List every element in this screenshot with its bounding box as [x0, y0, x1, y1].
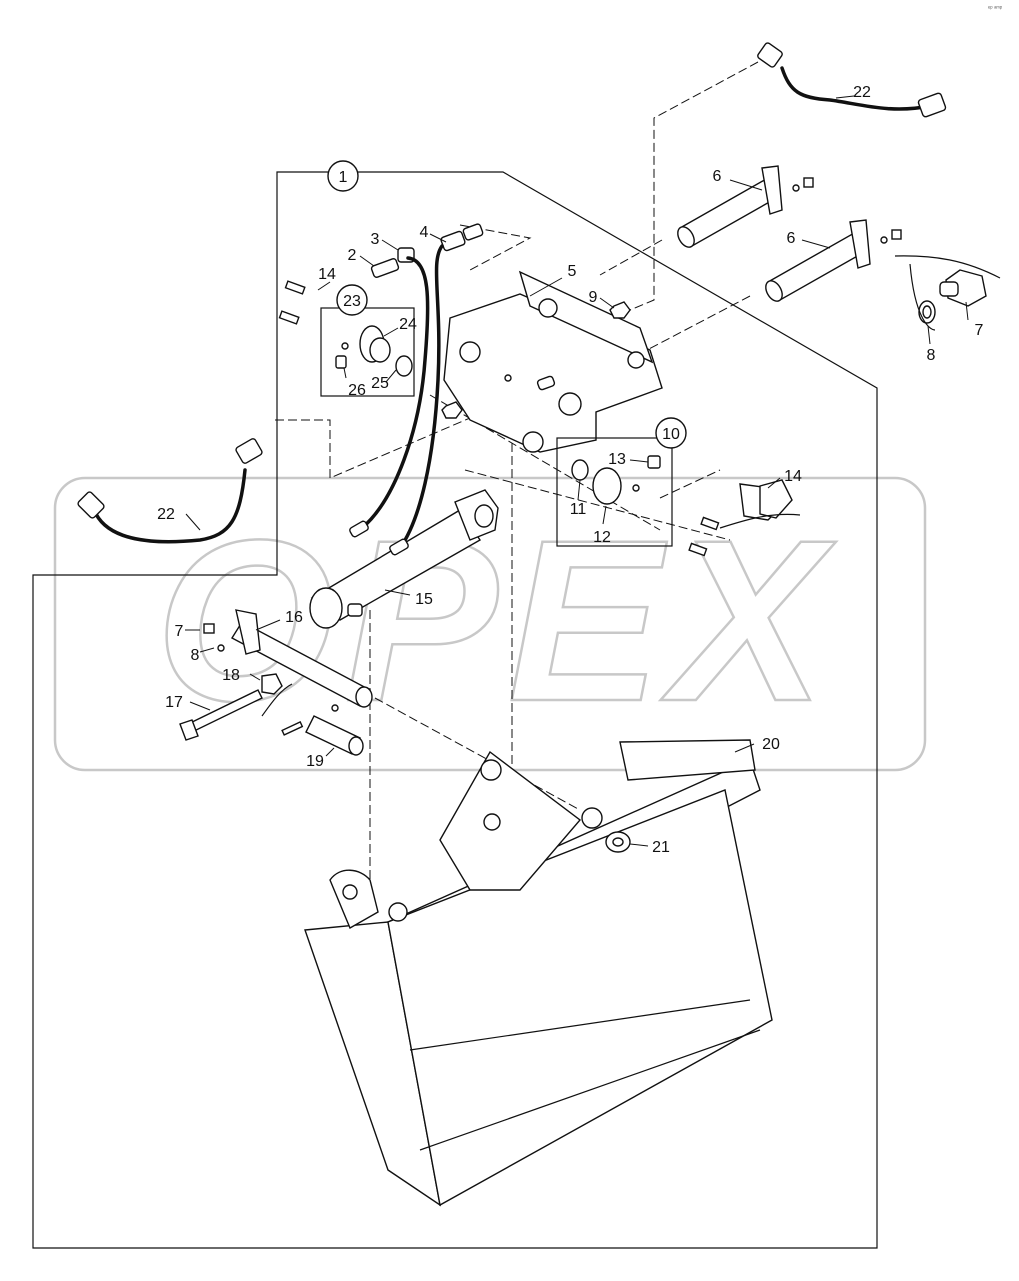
fitting-2 [370, 258, 400, 278]
callout-22-left: 22 [157, 506, 175, 523]
detail-callout-curve-17 [261, 683, 293, 717]
callout-13: 13 [608, 451, 626, 468]
pin-6-upper [677, 165, 783, 248]
callout-20: 20 [762, 736, 780, 753]
fitting-4 [440, 223, 484, 252]
callout-11: 11 [570, 501, 587, 518]
bracket-5 [443, 270, 663, 453]
callout-6-upper: 6 [713, 168, 722, 185]
bucket-20 [304, 739, 773, 1207]
callout-8-left: 8 [191, 647, 200, 664]
detail-callout-curve-14 [719, 513, 801, 529]
opex-watermark: OPEX [53, 476, 927, 772]
detail-callout-curve [894, 255, 1001, 331]
callout-19: 19 [306, 753, 324, 770]
callout-24: 24 [399, 316, 417, 333]
bolt-7-detail [939, 269, 987, 307]
bolt-17 [179, 689, 263, 741]
detail-box-10 [556, 437, 673, 547]
hose-22-top [757, 42, 947, 118]
callout-18: 18 [222, 667, 240, 684]
pin-19 [281, 704, 364, 756]
callout-21: 21 [652, 839, 670, 856]
callout-12: 12 [593, 529, 611, 546]
callout-2: 2 [348, 247, 357, 264]
nut-18 [261, 673, 283, 695]
callout-4: 4 [420, 224, 429, 241]
small-bolts-6 [792, 177, 902, 244]
callout-17: 17 [165, 694, 183, 711]
hydraulic-hoses [360, 244, 444, 550]
pin-6-lower [765, 219, 871, 302]
callout-circle-23: 23 [336, 284, 368, 316]
watermark-text: OPEX [155, 492, 836, 749]
callout-6-lower: 6 [787, 230, 796, 247]
bolt-14-detail [739, 479, 793, 521]
assembly-outline [32, 171, 878, 1249]
callout-22-top: 22 [853, 84, 871, 101]
callout-26: 26 [348, 382, 366, 399]
callout-3: 3 [371, 231, 380, 248]
callout-9: 9 [589, 289, 598, 306]
detail-box-23 [320, 307, 415, 397]
assembly-lines [275, 61, 759, 900]
callout-15: 15 [415, 591, 433, 608]
callout-5: 5 [568, 263, 577, 280]
hose-22-left [77, 438, 263, 544]
callout-7-right: 7 [975, 322, 984, 339]
callout-8-right: 8 [927, 347, 936, 364]
callout-14-right: 14 [784, 468, 802, 485]
pin-16 [203, 609, 373, 708]
bolts-14-right [688, 516, 720, 557]
callout-16: 16 [285, 609, 303, 626]
callout-labels: 2 3 4 5 6 6 7 7 8 8 9 11 12 13 14 14 15 … [157, 84, 983, 856]
callout-10: 10 [662, 426, 680, 443]
nut-9 [441, 301, 631, 419]
callout-25: 25 [371, 375, 389, 392]
bolts-14-left [278, 280, 306, 325]
washer-8-detail [918, 300, 936, 324]
corner-mark: ᵉᵖ ᵃᵐᵖ [988, 6, 1003, 12]
bushing-21 [605, 831, 631, 853]
callout-1: 1 [339, 169, 348, 186]
callout-23: 23 [343, 293, 361, 310]
cylinder-15 [309, 489, 499, 629]
callout-circle-1: 1 [327, 160, 359, 192]
callout-7-left: 7 [175, 623, 184, 640]
callout-14-left: 14 [318, 266, 336, 283]
callout-circle-10: 10 [655, 417, 687, 449]
